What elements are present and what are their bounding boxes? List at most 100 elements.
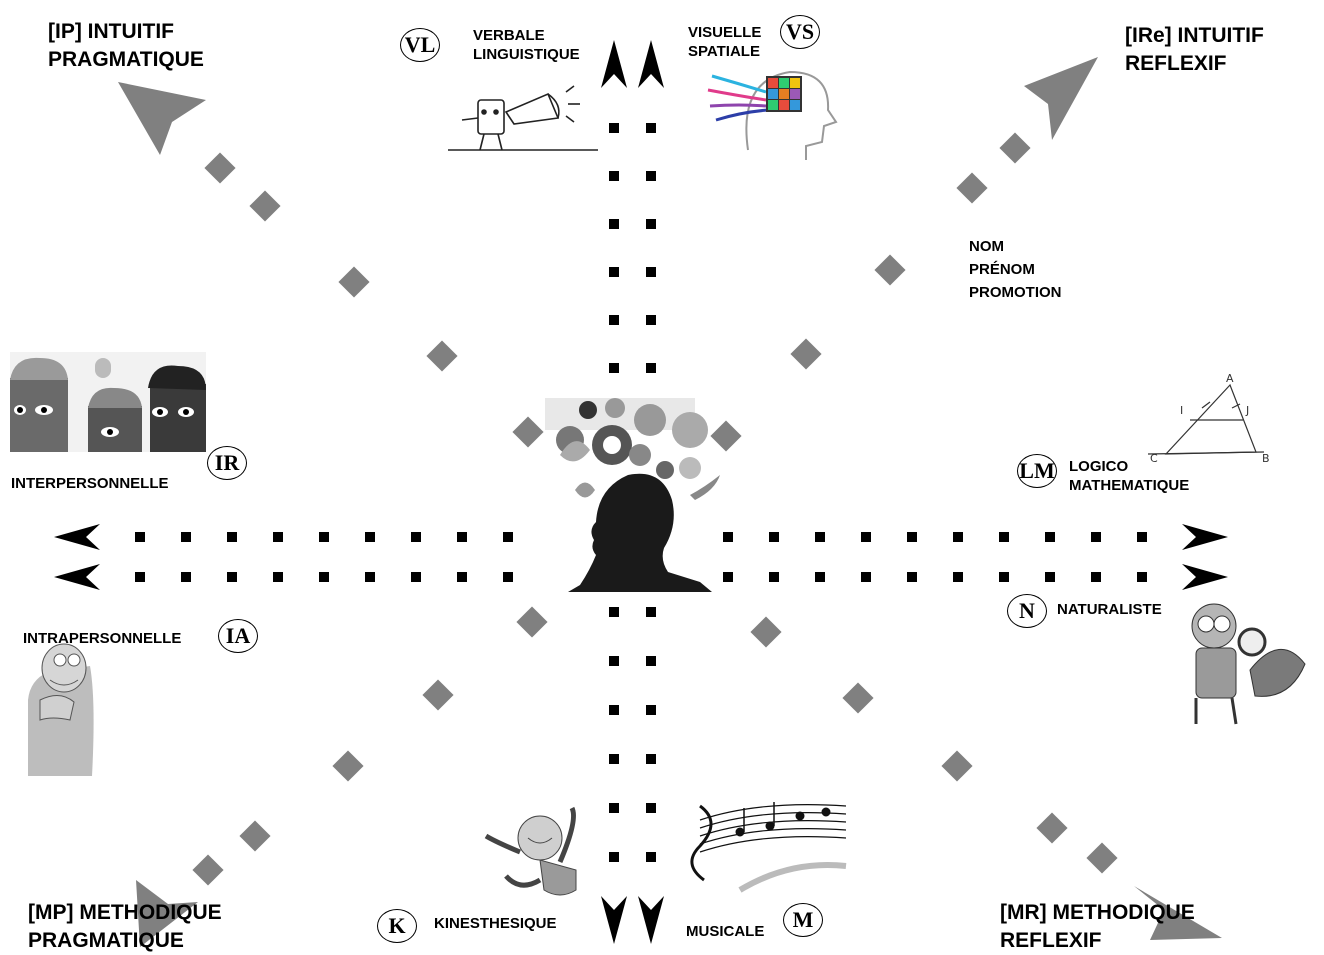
- axis-dot: [769, 572, 779, 582]
- axis-dot: [861, 572, 871, 582]
- badge-m: M: [783, 903, 823, 937]
- corner-label-ire: [IRe] INTUITIF REFLEXIF: [1125, 22, 1264, 78]
- axis-dot: [609, 852, 619, 862]
- axis-dot: [1045, 532, 1055, 542]
- axis-dot: [273, 532, 283, 542]
- corner-label-ip: [IP] INTUITIF PRAGMATIQUE: [48, 18, 204, 74]
- diagonal-arrowhead: [136, 880, 198, 947]
- svg-text:C: C: [1150, 452, 1158, 465]
- axis-dot: [953, 572, 963, 582]
- axis-arrowhead-left: [54, 524, 100, 550]
- axis-dot: [769, 532, 779, 542]
- axis-dot: [609, 171, 619, 181]
- diagonal-dot: [512, 416, 544, 448]
- axis-dot: [609, 315, 619, 325]
- student-info-fields: NOM PRÉNOM PROMOTION: [969, 235, 1062, 304]
- axis-dot: [609, 705, 619, 715]
- music-notes-icon: [690, 802, 847, 893]
- badge-ir: IR: [207, 446, 247, 480]
- corner-label-mr: [MR] METHODIQUE REFLEXIF: [1000, 899, 1195, 955]
- axis-dot: [609, 123, 619, 133]
- label-intrapersonnelle: INTRAPERSONNELLE: [23, 630, 182, 647]
- diagonal-dot: [204, 152, 236, 184]
- axis-dot: [1137, 572, 1147, 582]
- axis-dot: [181, 532, 191, 542]
- corner-mr-line1: [MR] METHODIQUE: [1000, 901, 1195, 924]
- badge-k: K: [377, 909, 417, 943]
- axis-dot: [815, 532, 825, 542]
- svg-text:A: A: [1226, 372, 1234, 385]
- axis-dot: [273, 572, 283, 582]
- label-musicale: MUSICALE: [686, 923, 765, 940]
- diagonal-dot: [1086, 842, 1118, 874]
- interpersonal-heads-icon: [10, 352, 206, 452]
- thinker-character-icon: [28, 643, 94, 776]
- axis-dot: [457, 532, 467, 542]
- corner-ip-line2: PRAGMATIQUE: [48, 48, 204, 71]
- corner-mr-line2: REFLEXIF: [1000, 929, 1102, 952]
- axis-dot: [609, 754, 619, 764]
- diagonal-dot: [426, 340, 458, 372]
- axis-arrowhead-up: [601, 40, 627, 88]
- axis-dot: [181, 572, 191, 582]
- axis-dot: [1091, 532, 1101, 542]
- axis-dot: [609, 803, 619, 813]
- axis-dot: [646, 123, 656, 133]
- diagonal-dot: [842, 682, 874, 714]
- diagonal-dot: [338, 266, 370, 298]
- axis-dot: [646, 754, 656, 764]
- axis-dot: [646, 219, 656, 229]
- diagonal-arrowhead: [1024, 57, 1098, 140]
- diagonal-dot: [941, 750, 973, 782]
- axis-arrows: [54, 40, 1228, 944]
- axis-dot: [609, 656, 619, 666]
- diagonal-dot: [422, 679, 454, 711]
- axis-dot: [907, 532, 917, 542]
- corner-ip-line1: [IP] INTUITIF: [48, 20, 174, 43]
- axis-arrowhead-down: [601, 896, 627, 944]
- axis-dot: [365, 572, 375, 582]
- diagonal-dot: [1036, 812, 1068, 844]
- axis-dot: [723, 532, 733, 542]
- label-interpersonnelle: INTERPERSONNELLE: [11, 475, 169, 492]
- axis-dot: [815, 572, 825, 582]
- axis-dot: [646, 315, 656, 325]
- axis-dot: [1091, 572, 1101, 582]
- axis-dot: [646, 803, 656, 813]
- axis-arrowhead-left: [54, 564, 100, 590]
- axis-dot: [646, 363, 656, 373]
- jumping-child-icon: [484, 806, 577, 896]
- diagonal-dot: [874, 254, 906, 286]
- corner-mp-line2: PRAGMATIQUE: [28, 929, 184, 952]
- axis-dot: [609, 363, 619, 373]
- diagonal-dot: [516, 606, 548, 638]
- axis-dot: [227, 572, 237, 582]
- svg-text:I: I: [1180, 404, 1183, 417]
- diagonal-dot: [790, 338, 822, 370]
- label-logico-mathematique: LOGICO MATHEMATIQUE: [1069, 458, 1190, 494]
- axis-dot: [646, 705, 656, 715]
- axis-dot: [503, 572, 513, 582]
- head-rubiks-cube-icon: [707, 70, 838, 160]
- naturalist-explorer-icon: [1191, 603, 1306, 725]
- diagonal-dot: [249, 190, 281, 222]
- diagonal-dot: [239, 820, 271, 852]
- axis-dot: [135, 572, 145, 582]
- axis-dot: [609, 219, 619, 229]
- field-promotion: PROMOTION: [969, 284, 1062, 301]
- field-nom: NOM: [969, 238, 1004, 255]
- axis-dot: [646, 656, 656, 666]
- corner-ire-line2: REFLEXIF: [1125, 52, 1227, 75]
- axis-dot: [503, 532, 513, 542]
- axis-dot: [1045, 572, 1055, 582]
- label-verbale-linguistique: VERBALE LINGUISTIQUE: [473, 27, 580, 63]
- axis-dot: [953, 532, 963, 542]
- triangle-vertex-letters: AI JC B: [1150, 372, 1270, 465]
- axis-dot: [999, 572, 1009, 582]
- axis-dot: [646, 852, 656, 862]
- diagonal-dot: [956, 172, 988, 204]
- axis-arrowhead-up: [638, 40, 664, 88]
- corner-label-mp: [MP] METHODIQUE PRAGMATIQUE: [28, 899, 222, 955]
- badge-vl: VL: [400, 28, 440, 62]
